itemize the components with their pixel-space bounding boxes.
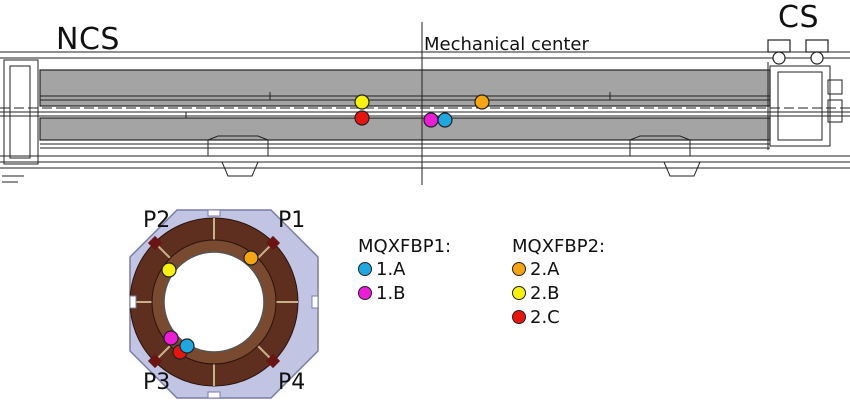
legend-item-label: 1.B — [376, 282, 406, 304]
magnet-cross-section — [129, 209, 319, 399]
legend-item-label: 2.B — [530, 282, 560, 304]
cs-label: CS — [778, 0, 819, 35]
legend-item: 2.B — [512, 281, 605, 305]
legend-mqxfbp1: MQXFBP1: 1.A 1.B — [358, 236, 451, 305]
legend-item: 2.A — [512, 257, 605, 281]
legend-dot-icon — [358, 286, 372, 300]
p3-label: P3 — [143, 370, 171, 395]
legend-dot-icon — [512, 262, 526, 276]
legend-dot-icon — [358, 262, 372, 276]
p4-label: P4 — [278, 370, 306, 395]
marker-2a-cross — [243, 250, 259, 266]
mechanical-center-label: Mechanical center — [424, 34, 589, 55]
magnet-lower-body — [39, 117, 771, 141]
marker-1b-cross — [163, 330, 179, 346]
legend-item: 2.C — [512, 305, 605, 329]
magnet-upper-body — [39, 69, 771, 107]
marker-1a-cross — [179, 338, 195, 354]
marker-1b-long — [423, 112, 439, 128]
legend-item-label: 2.A — [530, 258, 560, 280]
p2-label: P2 — [143, 208, 171, 233]
marker-2a-long — [474, 94, 490, 110]
legend-title: MQXFBP2: — [512, 236, 606, 257]
marker-1a-long — [437, 112, 453, 128]
legend-dot-icon — [512, 286, 526, 300]
legend-item: 1.A — [358, 257, 451, 281]
legend-mqxfbp2: MQXFBP2: 2.A 2.B 2.C — [512, 236, 605, 329]
marker-2b-cross — [161, 262, 177, 278]
marker-2b-long — [354, 94, 370, 110]
marker-2c-long — [354, 110, 370, 126]
legend-item-label: 2.C — [530, 306, 560, 328]
legend-title: MQXFBP1: — [358, 236, 452, 257]
ncs-label: NCS — [56, 22, 120, 57]
legend-dot-icon — [512, 310, 526, 324]
legend-item: 1.B — [358, 281, 451, 305]
p1-label: P1 — [278, 208, 306, 233]
legend-item-label: 1.A — [376, 258, 406, 280]
